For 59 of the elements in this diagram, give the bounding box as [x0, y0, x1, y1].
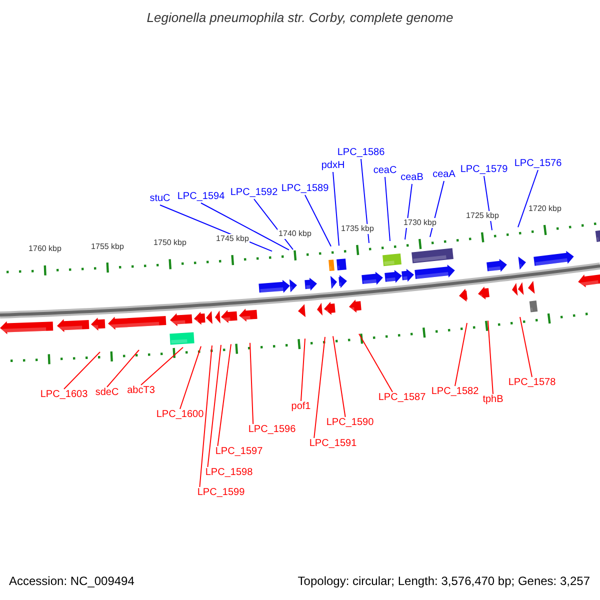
leader-line [384, 176, 390, 242]
gene-label: LPC_1579 [460, 164, 508, 176]
gene-label: LPC_1600 [156, 409, 204, 421]
leader-line [332, 172, 340, 246]
leader-line [454, 322, 468, 386]
leader-line [300, 338, 306, 402]
gene-label: LPC_1598 [205, 467, 253, 479]
leader-line [250, 342, 254, 424]
leader-line [332, 336, 346, 418]
gene-label: LPC_1590 [326, 417, 374, 429]
gene-label: LPC_1582 [431, 386, 479, 398]
leader-line [217, 344, 232, 446]
leader-line [304, 194, 332, 247]
gene-label: ceaC [373, 165, 397, 177]
gene-label: abcT3 [127, 385, 155, 397]
gene-label: LPC_1576 [514, 158, 562, 170]
scale-label: 1750 kbp [152, 238, 188, 248]
leader-line [207, 344, 222, 468]
scale-label: 1755 kbp [90, 242, 125, 252]
gene-label: LPC_1594 [177, 191, 225, 203]
gene-label: ceaA [432, 169, 456, 181]
gene-label: stuC [150, 193, 170, 205]
gene-label: LPC_1603 [40, 389, 88, 401]
leader-line [314, 336, 326, 438]
leader-line [140, 346, 184, 386]
gene-label: pof1 [291, 401, 311, 413]
leader-line [199, 345, 212, 488]
gene-label: LPC_1596 [248, 424, 296, 436]
gene-label: LPC_1599 [197, 487, 245, 499]
genome-summary-text: Topology: circular; Length: 3,576,470 bp; Genes: 3,257 [298, 574, 590, 588]
gene-label: LPC_1591 [309, 438, 357, 450]
leader-line [520, 316, 532, 378]
gene-label: LPC_1589 [281, 183, 329, 195]
gene-label: LPC_1587 [378, 392, 426, 404]
leader-line [360, 158, 370, 244]
gene-label: LPC_1597 [215, 446, 263, 458]
scale-label: 1760 kbp [28, 244, 62, 254]
scale-label: 1725 kbp [465, 211, 500, 222]
leader-line [358, 333, 393, 392]
leader-line [518, 170, 538, 228]
scale-label: 1740 kbp [278, 229, 312, 240]
gene-label: LPC_1586 [337, 147, 385, 159]
scale-label: 1730 kbp [402, 218, 438, 228]
scale-label: 1745 kbp [215, 234, 250, 244]
accession-text: Accession: NC_009494 [9, 574, 134, 588]
scale-label: 1735 kbp [340, 224, 375, 234]
leader-line [200, 202, 290, 250]
leader-line [64, 352, 100, 390]
gene-label: ceaB [400, 172, 424, 184]
gene-label: LPC_1592 [230, 187, 278, 199]
gene-label: sdeC [95, 387, 119, 399]
gene-label: LPC_1578 [508, 377, 556, 389]
leader-line [488, 320, 494, 394]
leader-line [180, 346, 202, 410]
leader-line [106, 350, 140, 388]
scale-label: 1720 kbp [528, 204, 562, 214]
gene-label: tphB [482, 394, 504, 406]
gene-label: pdxH [321, 160, 345, 172]
diagram-title: Legionella pneumophila str. Corby, complete genome [146, 10, 454, 25]
